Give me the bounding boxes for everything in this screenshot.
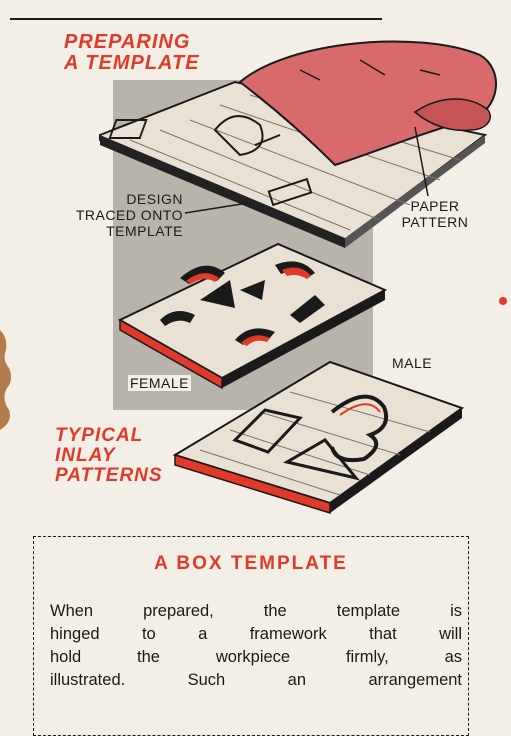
design-arrow — [184, 202, 249, 214]
heading-line: INLAY — [55, 444, 116, 466]
box-template-text: When prepared, the template is hinged to… — [50, 600, 462, 692]
heading-line: TYPICAL — [55, 425, 144, 446]
label-line: TRACED ONTO — [75, 207, 183, 224]
text-line: When prepared, the template is — [50, 602, 462, 620]
margin-bullet — [499, 297, 507, 305]
paper-arrow — [414, 126, 429, 197]
label-line: PAPER — [410, 198, 460, 214]
typical-inlay-heading: TYPICAL INLAY PATTERNS — [55, 426, 163, 486]
preparing-template-heading: PREPARING A TEMPLATE — [64, 32, 200, 74]
paper-stain — [0, 330, 12, 430]
paper-pattern — [238, 40, 497, 167]
text-line: hinged to a framework that will — [50, 625, 462, 643]
box-template-title: A BOX TEMPLATE — [154, 553, 348, 574]
female-template — [117, 242, 388, 390]
design-traced-label: DESIGN TRACED ONTO TEMPLATE — [68, 191, 183, 239]
label-line: PATTERN — [401, 214, 469, 231]
manual-page: PREPARING A TEMPLATE DESIGN TRACED ONTO … — [0, 18, 507, 736]
heading-line: A TEMPLATE — [64, 52, 200, 74]
paper-pattern-label: PAPER PATTERN — [383, 198, 487, 230]
male-label: MALE — [392, 355, 433, 371]
male-template — [172, 360, 465, 515]
label-line: DESIGN — [126, 191, 183, 207]
template-illustration — [99, 40, 497, 515]
text-line: illustrated. Such an arrangement — [50, 671, 462, 689]
text-line: hold the workpiece firmly, as — [50, 648, 462, 666]
female-label: FEMALE — [128, 375, 192, 392]
heading-line: PATTERNS — [55, 464, 163, 486]
label-line: TEMPLATE — [106, 223, 183, 240]
top-rule — [10, 18, 382, 20]
heading-line: PREPARING — [64, 31, 191, 53]
